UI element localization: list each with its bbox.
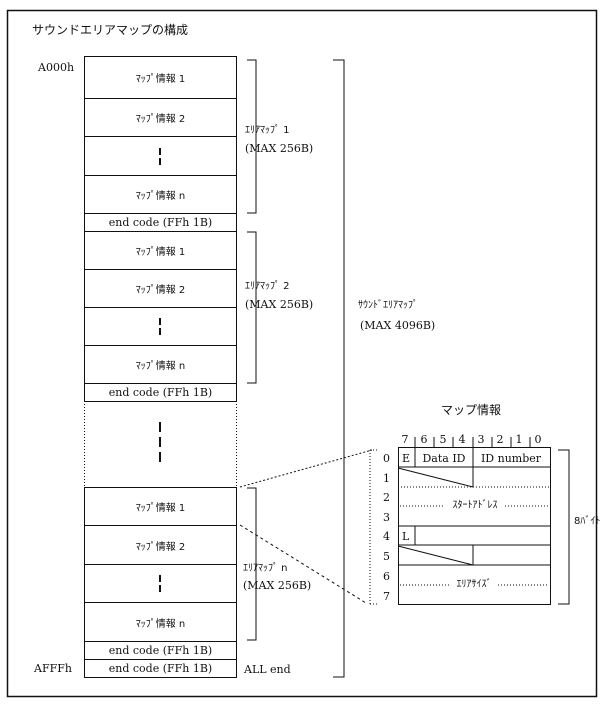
map-info-cell: ﾏｯﾌﾟ情報 n bbox=[84, 345, 237, 384]
row-label: 2 bbox=[383, 491, 390, 504]
all-end-label: ALL end bbox=[244, 663, 291, 676]
outer-frame bbox=[6, 9, 598, 698]
row-label: 0 bbox=[383, 452, 390, 465]
zoom-connector-top bbox=[239, 449, 373, 488]
whole-label: ｻｳﾝﾄﾞｴﾘｱﾏｯﾌﾟ bbox=[358, 300, 418, 311]
zoom-bracket bbox=[369, 449, 378, 605]
row-label: 4 bbox=[383, 530, 390, 543]
area-size-field: ｴﾘｱｻｲｽﾞ bbox=[456, 579, 492, 590]
bracket-group-1 bbox=[247, 59, 257, 214]
row-label: 3 bbox=[383, 511, 390, 524]
group-label: ｴﾘｱﾏｯﾌﾟ 1 bbox=[245, 125, 290, 136]
bit-label: 7 bbox=[401, 433, 409, 446]
bit-label: 2 bbox=[496, 433, 504, 446]
bracket-whole bbox=[333, 59, 345, 678]
group-size: (MAX 256B) bbox=[243, 579, 312, 592]
e-flag: E bbox=[402, 452, 411, 465]
bracket-group-2 bbox=[247, 231, 257, 384]
group-size: (MAX 256B) bbox=[245, 142, 314, 155]
start-address-field: ｽﾀｰﾄｱﾄﾞﾚｽ bbox=[452, 500, 498, 511]
end-address: AFFFh bbox=[34, 662, 72, 675]
map-info-cell: ﾏｯﾌﾟ情報 2 bbox=[84, 98, 237, 137]
row-label: 1 bbox=[383, 472, 390, 485]
bit-label: 6 bbox=[420, 433, 428, 446]
ellipsis-cell bbox=[84, 307, 237, 346]
final-end-code-cell: end code (FFh 1B) bbox=[84, 659, 237, 678]
row-label: 7 bbox=[383, 590, 390, 603]
bit-label: 5 bbox=[439, 433, 447, 446]
whole-size: (MAX 4096B) bbox=[360, 319, 436, 332]
ellipsis-cell bbox=[84, 564, 237, 603]
detail-title: マップ情報 bbox=[440, 403, 502, 417]
end-code-cell: end code (FFh 1B) bbox=[84, 213, 237, 232]
start-address: A000h bbox=[38, 61, 75, 74]
bracket-group-n bbox=[247, 487, 257, 641]
bit-label: 3 bbox=[477, 433, 485, 446]
map-info-cell: ﾏｯﾌﾟ情報 1 bbox=[84, 231, 237, 270]
map-info-cell: ﾏｯﾌﾟ情報 1 bbox=[84, 487, 237, 526]
map-info-cell: ﾏｯﾌﾟ情報 2 bbox=[84, 269, 237, 308]
group-size: (MAX 256B) bbox=[245, 298, 314, 311]
bit-label: 0 bbox=[534, 433, 542, 446]
row-label: 5 bbox=[383, 550, 390, 563]
group-label: ｴﾘｱﾏｯﾌﾟ 2 bbox=[245, 281, 290, 292]
zoom-connector-bottom bbox=[239, 524, 367, 604]
map-info-table bbox=[397, 437, 551, 605]
row-label: 6 bbox=[383, 570, 390, 583]
map-info-cell: ﾏｯﾌﾟ情報 2 bbox=[84, 525, 237, 565]
bit-label: 1 bbox=[515, 433, 523, 446]
end-code-cell: end code (FFh 1B) bbox=[84, 383, 237, 402]
ellipsis-cell bbox=[84, 136, 237, 176]
l-flag: L bbox=[402, 530, 410, 543]
end-code-cell: end code (FFh 1B) bbox=[84, 641, 237, 660]
bit-label: 4 bbox=[458, 433, 466, 446]
byte-count: 8ﾊﾞｲﾄ bbox=[574, 516, 601, 527]
data-id: Data ID bbox=[422, 452, 466, 465]
page-title: サウンドエリアマップの構成 bbox=[32, 23, 189, 37]
id-number: ID number bbox=[480, 452, 542, 465]
map-info-cell: ﾏｯﾌﾟ情報 1 bbox=[84, 56, 237, 99]
map-info-cell: ﾏｯﾌﾟ情報 n bbox=[84, 175, 237, 214]
bracket-8-bytes bbox=[558, 449, 570, 605]
map-info-cell: ﾏｯﾌﾟ情報 n bbox=[84, 602, 237, 642]
group-label: ｴﾘｱﾏｯﾌﾟ n bbox=[243, 563, 288, 574]
